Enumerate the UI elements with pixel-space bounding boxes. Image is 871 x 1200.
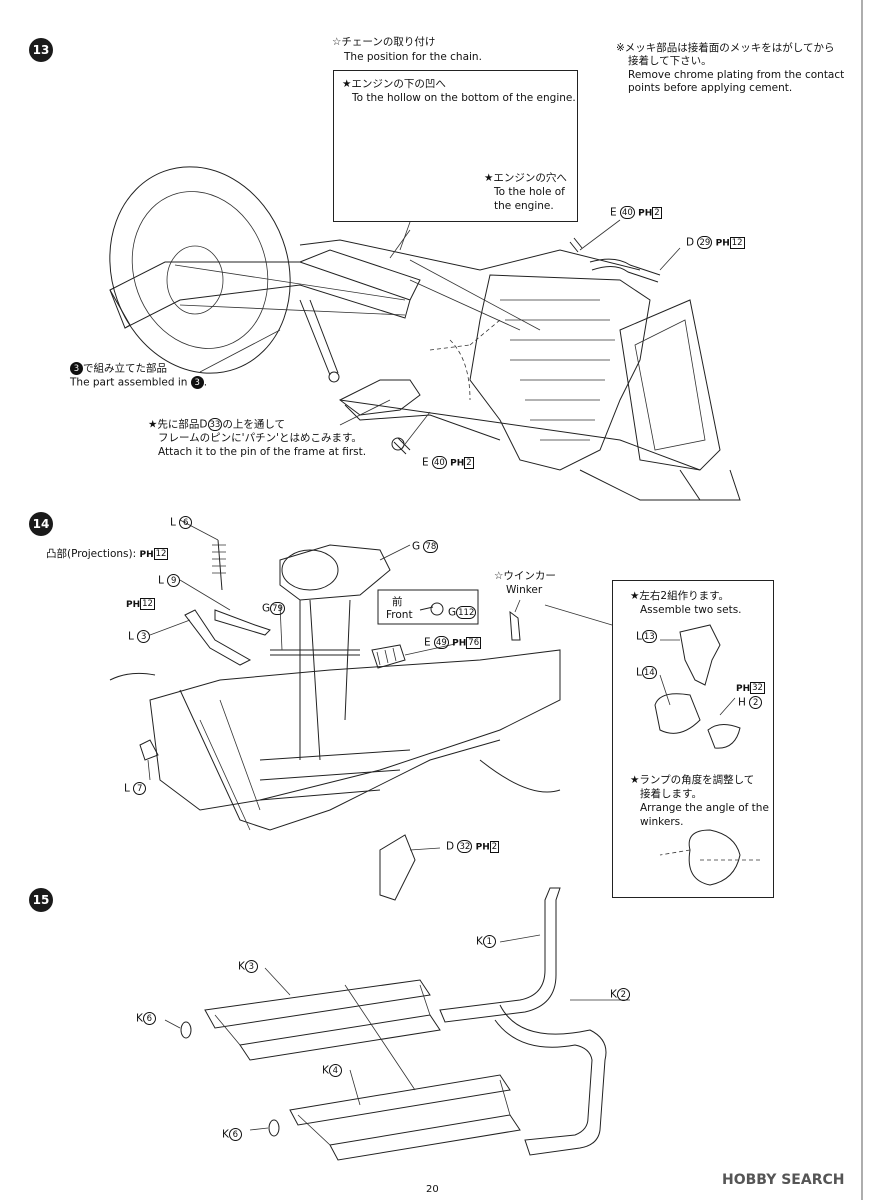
angle-note-jp-2: 接着します。 bbox=[640, 788, 702, 800]
step-15-badge: 15 bbox=[29, 888, 53, 912]
part-label-l9: L 9 bbox=[158, 574, 181, 588]
angle-note-en-1: Arrange the angle of the bbox=[640, 802, 769, 814]
hollow-note-en: To the hollow on the bottom of the engin… bbox=[352, 92, 576, 104]
assemble-note-jp: ★左右2組作ります。 bbox=[630, 590, 730, 602]
chrome-note-en-1: Remove chrome plating from the contact bbox=[628, 69, 845, 81]
winker-inset-drawing bbox=[654, 624, 760, 886]
hole-note-jp: ★エンジンの穴へ bbox=[484, 172, 567, 184]
front-label-jp: 前 bbox=[392, 596, 403, 608]
winker-inset-box bbox=[612, 580, 774, 898]
part-label-l7: L 7 bbox=[124, 782, 147, 796]
chain-note-en: The position for the chain. bbox=[344, 51, 482, 63]
pin-note-en: Attach it to the pin of the frame at fir… bbox=[158, 446, 367, 458]
pin-note-jp-2: フレームのピンに'パチン'とはめこみます。 bbox=[158, 432, 362, 444]
chain-inset-box bbox=[333, 70, 578, 222]
chrome-note-en-2: points before applying cement. bbox=[628, 82, 793, 94]
angle-note-en-2: winkers. bbox=[640, 816, 684, 828]
chain-note-jp: ☆チェーンの取り付け bbox=[332, 36, 436, 48]
hole-note-en-1: To the hole of bbox=[494, 186, 565, 198]
assembled-note-en: The part assembled in 3. bbox=[70, 376, 208, 389]
chrome-note-jp-2: 接着して下さい。 bbox=[628, 55, 712, 67]
hole-note-en-2: the engine. bbox=[494, 200, 554, 212]
step13-drawing bbox=[109, 119, 741, 501]
hollow-note-jp: ★エンジンの下の凹へ bbox=[342, 78, 446, 90]
part-label-h2: H 2 bbox=[738, 696, 763, 710]
step-13-badge: 13 bbox=[29, 38, 53, 62]
angle-note-jp-1: ★ランプの角度を調整して bbox=[630, 774, 755, 786]
part-label-g78: G 78 bbox=[412, 540, 439, 553]
part-label-l6: L 6 bbox=[170, 516, 193, 530]
step15-drawing bbox=[164, 887, 630, 1161]
watermark-logo: HOBBY SEARCH bbox=[722, 1172, 845, 1188]
assemble-note-en: Assemble two sets. bbox=[640, 604, 742, 616]
winker-label-en: Winker bbox=[506, 584, 543, 596]
page-number: 20 bbox=[426, 1184, 439, 1195]
winker-label-jp: ☆ウインカー bbox=[494, 570, 556, 582]
chrome-note-jp-1: ※メッキ部品は接着面のメッキをはがしてから bbox=[616, 42, 835, 54]
part-label-l3: L 3 bbox=[128, 630, 151, 644]
front-label-en: Front bbox=[386, 609, 413, 621]
step-14-badge: 14 bbox=[29, 512, 53, 536]
